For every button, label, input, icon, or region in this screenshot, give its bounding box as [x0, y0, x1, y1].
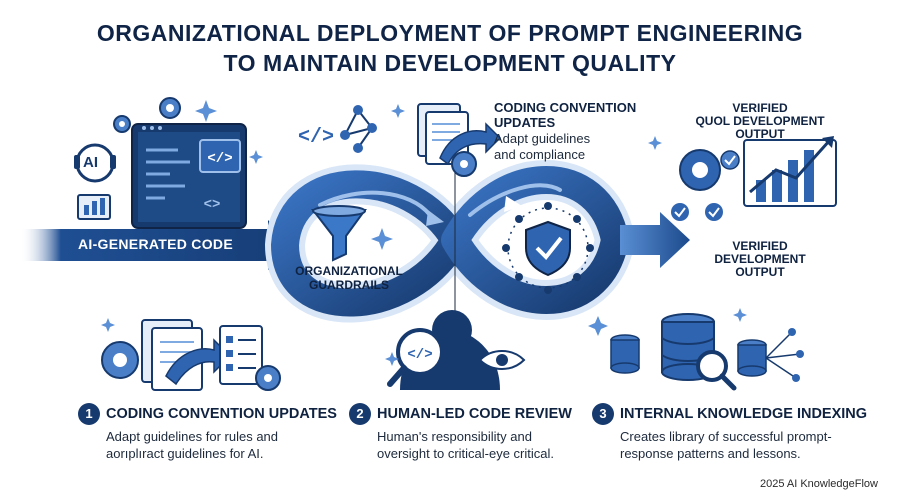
- output-arrow: [620, 212, 690, 268]
- shield-icon: [502, 202, 594, 294]
- output-bottom-line-1: VERIFIED: [732, 239, 788, 253]
- ai-computer-icon: </> <>: [74, 97, 247, 229]
- step-2-number: 2: [349, 403, 371, 425]
- step-3-number: 3: [592, 403, 614, 425]
- input-arrow: [20, 220, 292, 270]
- human-review-icon: </>: [387, 310, 526, 390]
- svg-text:</>: </>: [407, 347, 432, 363]
- top-callout-title-line-2: UPDATES: [494, 115, 556, 130]
- step-2-desc-line-1: Human's responsibility and: [377, 429, 532, 444]
- step-3-desc-line-1: Creates library of successful prompt-: [620, 429, 832, 444]
- guardrails-label: ORGANIZATIONAL GUARDRAILS: [295, 264, 403, 292]
- code-network-icon: </>: [298, 105, 377, 153]
- coding-convention-icon: [101, 319, 281, 391]
- funnel-icon: [310, 205, 367, 262]
- output-bottom-line-3: OUTPUT: [735, 265, 785, 279]
- ai-generated-code-label: AI-GENERATED CODE: [78, 236, 233, 252]
- svg-text:</>: </>: [298, 126, 334, 149]
- infinity-loop: [264, 149, 636, 331]
- step-2-title: HUMAN-LED CODE REVIEW: [377, 406, 572, 422]
- sparkle-icons: [101, 100, 747, 366]
- step-1-desc-line-2: aorıplıract guidelines for AI.: [106, 446, 264, 461]
- step-1-number: 1: [78, 403, 100, 425]
- output-bottom-line-2: DEVELOPMENT: [714, 252, 806, 266]
- svg-text:</>: </>: [207, 151, 232, 167]
- database-icon: [610, 313, 804, 391]
- output-top-line-2: QUOL DEVELOPMENT: [695, 114, 825, 128]
- step-1-title: CODING CONVENTION UPDATES: [106, 406, 337, 422]
- step-3-desc-line-2: response patterns and lessons.: [620, 446, 801, 461]
- top-callout-desc-line-2: and compliance: [494, 147, 586, 162]
- ai-badge-label: AI: [83, 154, 98, 171]
- step-3-title: INTERNAL KNOWLEDGE INDEXING: [620, 406, 868, 422]
- top-callout-desc-line-1: Adapt guidelines: [494, 131, 591, 146]
- output-top-line-3: OUTPUT: [735, 127, 785, 141]
- svg-text:<>: <>: [204, 197, 221, 213]
- top-callout-title-line-1: CODING CONVENTION: [494, 100, 637, 115]
- title-line-2: TO MAINTAIN DEVELOPMENT QUALITY: [223, 50, 677, 76]
- output-chart-icon: [671, 136, 837, 221]
- output-top-line-1: VERIFIED: [732, 101, 788, 115]
- title-line-1: ORGANIZATIONAL DEPLOYMENT OF PROMPT ENGI…: [96, 20, 804, 46]
- footer-credit: 2025 AI KnowledgeFlow: [759, 478, 878, 490]
- document-update-icon: [417, 103, 502, 177]
- step-1-desc-line-1: Adapt guidelines for rules and: [106, 429, 279, 444]
- step-2-desc-line-2: oversight to critical-eye critical.: [377, 446, 554, 461]
